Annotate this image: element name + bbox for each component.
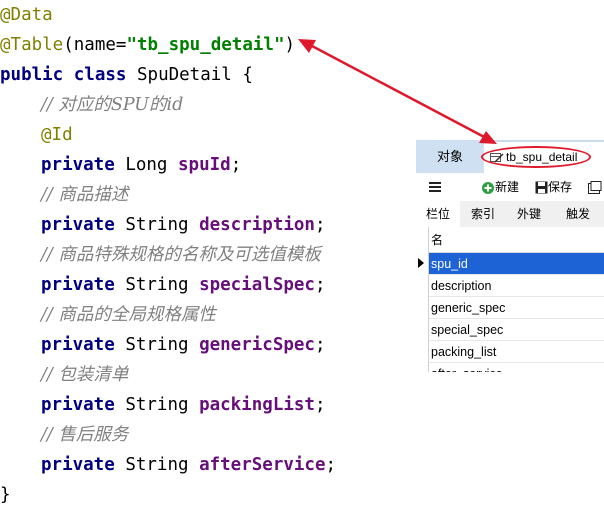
save-as-icon bbox=[588, 180, 602, 194]
column-header-name[interactable]: 名 bbox=[429, 227, 604, 253]
highlight-ellipse bbox=[481, 146, 591, 168]
field-row[interactable]: after_service bbox=[429, 363, 604, 372]
code-line-14: private String packingList; bbox=[0, 390, 326, 420]
navicat-table-panel: 对象 tb_spu_detail 新建 保存 bbox=[416, 140, 604, 372]
new-button-label: 新建 bbox=[495, 180, 520, 194]
tab-indexes[interactable]: 索引 bbox=[470, 207, 495, 221]
public-keyword: public bbox=[0, 65, 64, 85]
tab-triggers[interactable]: 触发 bbox=[565, 207, 590, 221]
type-name: String bbox=[125, 395, 189, 415]
code-line-7: // 商品描述 bbox=[0, 180, 128, 210]
comment-description: // 商品描述 bbox=[41, 185, 129, 205]
new-button[interactable]: 新建 bbox=[481, 177, 519, 197]
code-line-8: private String description; bbox=[0, 210, 326, 240]
type-name: String bbox=[125, 455, 189, 475]
private-keyword: private bbox=[41, 455, 115, 475]
hamburger-icon bbox=[429, 182, 441, 192]
table-annotation-open: (name= bbox=[63, 35, 127, 55]
type-name: String bbox=[125, 335, 189, 355]
type-name: String bbox=[125, 215, 189, 235]
class-keyword: class bbox=[73, 65, 127, 85]
comment-generic-spec: // 商品的全局规格属性 bbox=[41, 305, 216, 325]
field-description: description bbox=[199, 215, 315, 235]
field-row[interactable]: spu_id bbox=[429, 253, 604, 275]
semicolon: ; bbox=[314, 395, 326, 415]
id-annotation: @Id bbox=[41, 125, 73, 145]
field-row[interactable]: packing_list bbox=[429, 341, 604, 363]
tab-fields[interactable]: 栏位 bbox=[416, 201, 460, 227]
code-line-10: private String specialSpec; bbox=[0, 270, 326, 300]
tab-foreign-keys[interactable]: 外键 bbox=[516, 207, 541, 221]
menu-icon[interactable] bbox=[428, 177, 448, 197]
field-row[interactable]: special_spec bbox=[429, 319, 604, 341]
field-spuid: spuId bbox=[178, 155, 231, 175]
field-row[interactable]: generic_spec bbox=[429, 297, 604, 319]
private-keyword: private bbox=[41, 215, 115, 235]
field-special-spec: specialSpec bbox=[199, 275, 315, 295]
code-line-13: // 包装清单 bbox=[0, 360, 128, 390]
code-line-6: private Long spuId; bbox=[0, 150, 241, 180]
class-name: SpuDetail bbox=[137, 65, 232, 85]
current-row-pointer-icon bbox=[418, 258, 424, 268]
code-line-3: public class SpuDetail { bbox=[0, 60, 253, 90]
comment-spu-id: // 对应的SPU的id bbox=[41, 95, 184, 115]
semicolon: ; bbox=[314, 215, 326, 235]
panel-toolbar: 新建 保存 bbox=[416, 173, 604, 201]
semicolon: ; bbox=[325, 455, 337, 475]
comment-after-service: // 售后服务 bbox=[41, 425, 129, 445]
private-keyword: private bbox=[41, 395, 115, 415]
close-brace: } bbox=[0, 485, 11, 505]
table-annotation-close: ) bbox=[284, 35, 296, 55]
code-line-2: @Table(name="tb_spu_detail") bbox=[0, 30, 295, 60]
code-line-16: private String afterService; bbox=[0, 450, 336, 480]
code-line-15: // 售后服务 bbox=[0, 420, 128, 450]
semicolon: ; bbox=[314, 335, 326, 355]
tab-objects[interactable]: 对象 bbox=[416, 140, 484, 173]
code-line-11: // 商品的全局规格属性 bbox=[0, 300, 216, 330]
type-name: Long bbox=[125, 155, 168, 175]
code-line-1: @Data bbox=[0, 0, 53, 30]
more-tool-button[interactable] bbox=[588, 177, 602, 197]
table-name-string: "tb_spu_detail" bbox=[126, 35, 285, 55]
code-line-12: private String genericSpec; bbox=[0, 330, 326, 360]
semicolon: ; bbox=[314, 275, 326, 295]
save-button-label: 保存 bbox=[548, 180, 573, 194]
code-line-5: @Id bbox=[0, 120, 73, 150]
open-brace: { bbox=[231, 65, 253, 85]
comment-packing-list: // 包装清单 bbox=[41, 365, 129, 385]
comment-special-spec: // 商品特殊规格的名称及可选值模板 bbox=[41, 245, 321, 265]
private-keyword: private bbox=[41, 275, 115, 295]
save-icon bbox=[535, 181, 548, 194]
fields-grid: 名 spu_id description generic_spec specia… bbox=[416, 227, 604, 372]
add-icon bbox=[482, 181, 494, 194]
data-annotation: @Data bbox=[0, 5, 53, 25]
field-after-service: afterService bbox=[199, 455, 326, 475]
private-keyword: private bbox=[41, 335, 115, 355]
save-button[interactable]: 保存 bbox=[535, 177, 572, 197]
private-keyword: private bbox=[41, 155, 115, 175]
code-line-4: // 对应的SPU的id bbox=[0, 90, 183, 120]
field-row[interactable]: description bbox=[429, 275, 604, 297]
field-packing-list: packingList bbox=[199, 395, 315, 415]
code-line-17: } bbox=[0, 480, 11, 510]
table-annotation: @Table bbox=[0, 35, 64, 55]
semicolon: ; bbox=[230, 155, 242, 175]
field-generic-spec: genericSpec bbox=[199, 335, 315, 355]
type-name: String bbox=[125, 275, 189, 295]
code-line-9: // 商品特殊规格的名称及可选值模板 bbox=[0, 240, 321, 270]
